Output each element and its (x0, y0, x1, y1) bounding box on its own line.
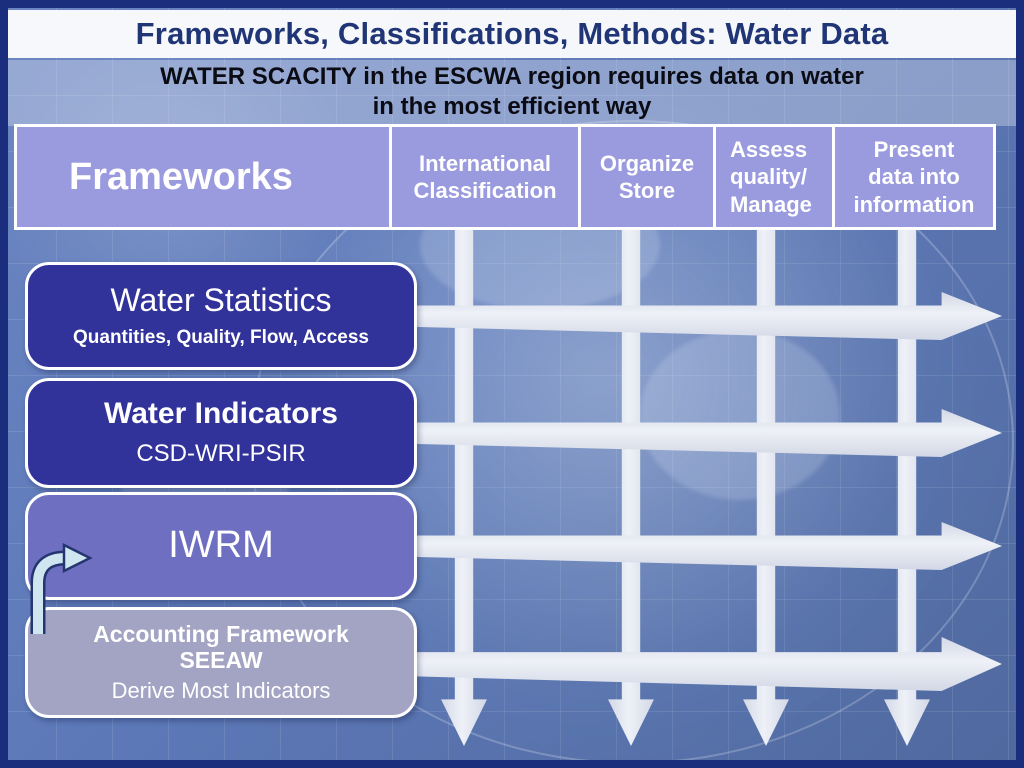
column-label: International Classification (413, 150, 557, 204)
box-subtitle: Derive Most Indicators (111, 677, 331, 703)
column-label: Present data into information (853, 136, 975, 217)
box-title: Accounting Framework SEEAW (93, 620, 349, 674)
subtitle-line-1: WATER SCACITY in the ESCWA region requir… (160, 63, 864, 90)
frameworks-label: Frameworks (69, 156, 293, 198)
slide-subtitle: WATER SCACITY in the ESCWA region requir… (8, 60, 1016, 126)
box-title: Water Indicators (104, 397, 338, 431)
column-label: Organize Store (599, 150, 695, 204)
header-cell-frameworks: Frameworks (17, 127, 389, 227)
framework-box-water-statistics: Water Statistics Quantities, Quality, Fl… (25, 262, 417, 370)
curved-arrow-icon (30, 542, 93, 634)
column-label: Assess quality/ Manage (730, 136, 812, 217)
box-title: Water Statistics (110, 282, 332, 319)
framework-box-accounting-seeaw: Accounting Framework SEEAW Derive Most I… (25, 607, 417, 718)
framework-box-water-indicators: Water Indicators CSD-WRI-PSIR (25, 378, 417, 488)
slide-border-right (1016, 0, 1024, 768)
slide-border-left (0, 0, 8, 768)
header-table: Frameworks International Classification … (14, 124, 996, 230)
page-title: Frameworks, Classifications, Methods: Wa… (135, 16, 889, 51)
header-cell-international-classification: International Classification (392, 127, 578, 227)
subtitle-line-2: in the most efficient way (372, 93, 652, 120)
slide-border-bottom (0, 760, 1024, 768)
header-cell-organize-store: Organize Store (581, 127, 713, 227)
map-landmass (640, 330, 840, 500)
framework-box-iwrm: IWRM (25, 492, 417, 600)
slide-border-top (0, 0, 1024, 8)
box-subtitle: CSD-WRI-PSIR (136, 439, 306, 467)
box-subtitle: Quantities, Quality, Flow, Access (73, 327, 369, 348)
title-band: Frameworks, Classifications, Methods: Wa… (8, 10, 1016, 58)
header-cell-assess-quality-manage: Assess quality/ Manage (716, 127, 832, 227)
box-title: IWRM (168, 524, 274, 567)
header-cell-present-data: Present data into information (835, 127, 993, 227)
